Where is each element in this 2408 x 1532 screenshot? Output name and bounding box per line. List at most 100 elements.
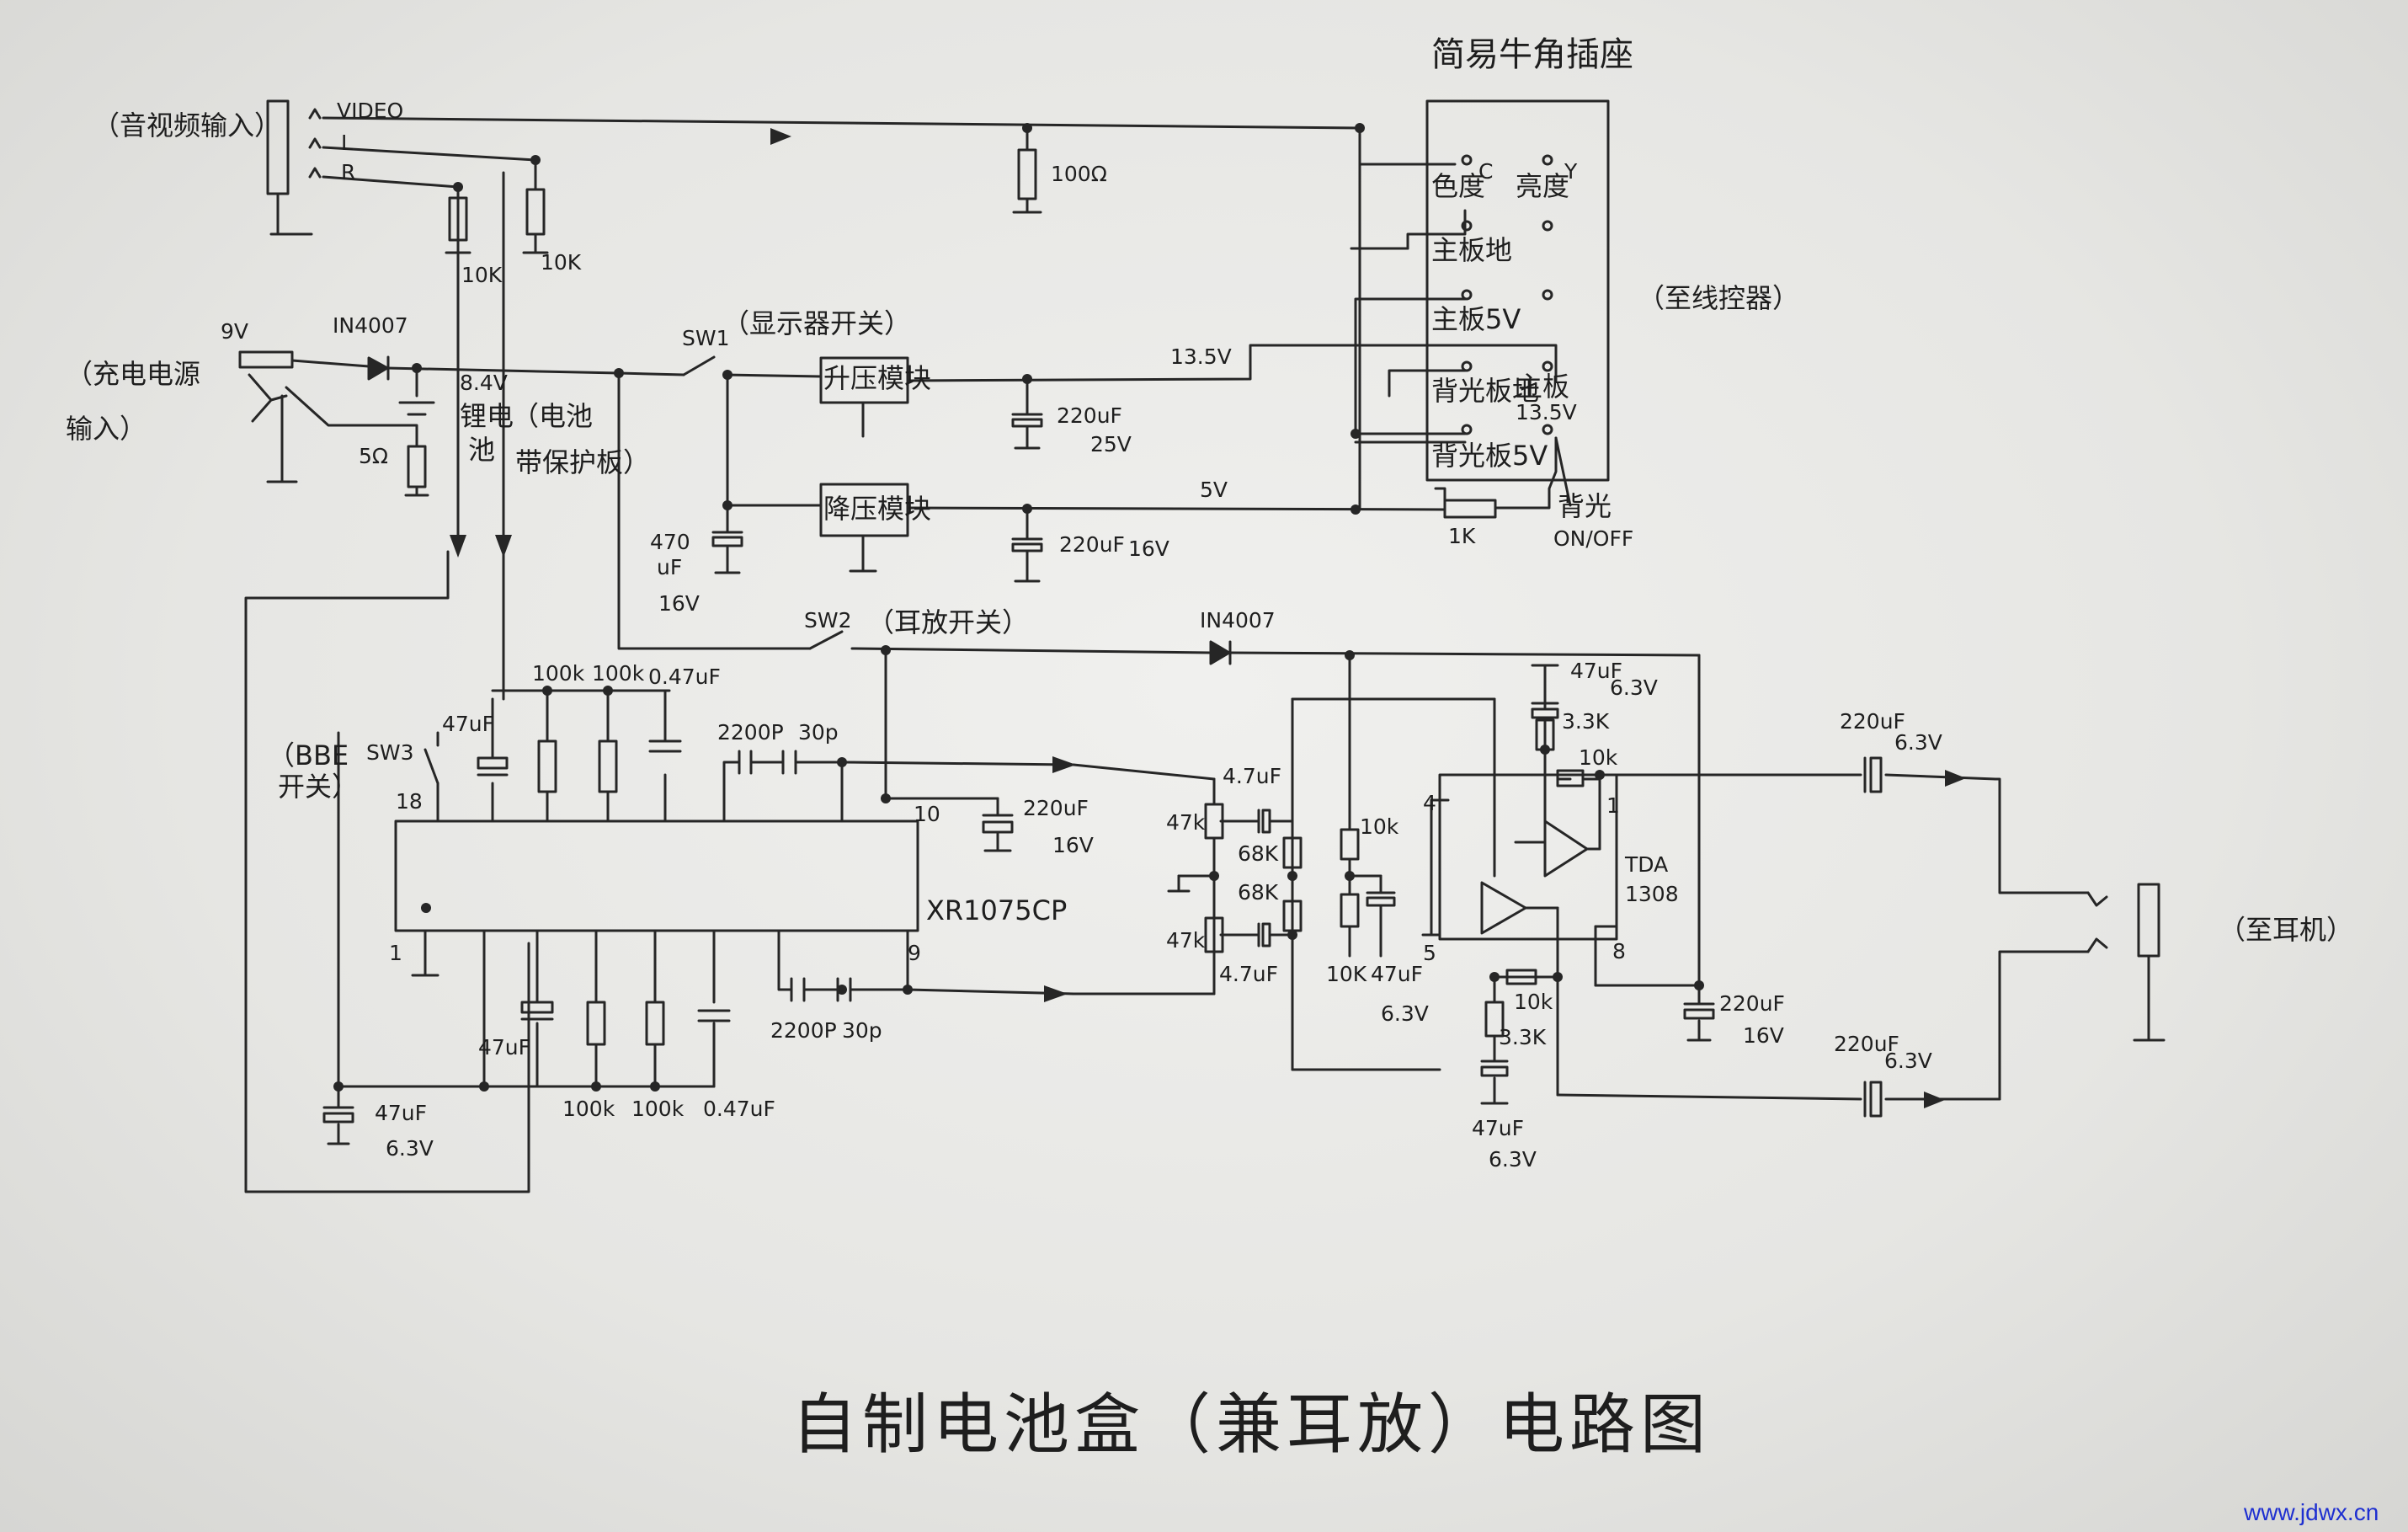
r68k-b-label: 68K: [1238, 880, 1279, 905]
cap-220uf-out-2: [1863, 1081, 1883, 1118]
backlight-5v-label: 背光板5V: [1431, 440, 1548, 472]
c-pin-label: C: [1478, 159, 1493, 184]
cap-4.7uf-a: [1257, 809, 1271, 834]
resistor-100k-3: [586, 1001, 606, 1046]
cap-47uf-mid: [1366, 891, 1396, 907]
resistor-1k: [1443, 499, 1497, 519]
cap-47uf-tda-top: [1531, 664, 1559, 719]
main-135-label: 主板: [1516, 371, 1569, 403]
resistor-10k-l: [525, 188, 546, 236]
v135-label: 13.5V: [1170, 344, 1232, 369]
c47-m-label-1: 47uF: [1371, 962, 1423, 986]
arrow-xr-out-bot: [1044, 985, 1068, 1002]
xr1075-label: XR1075CP: [926, 894, 1067, 926]
r10k-1-label: 10k: [1360, 814, 1399, 839]
c-out2-label-2: 6.3V: [1884, 1049, 1932, 1073]
c-out1-label-2: 6.3V: [1894, 730, 1942, 755]
c47uf-top-label: 47uF: [442, 712, 494, 736]
c470-label-3: 16V: [658, 591, 700, 616]
cap-2200p-top: [738, 750, 753, 775]
cap-220uf-25v: [1011, 413, 1043, 428]
tda-label-2: 1308: [1625, 882, 1679, 906]
bbe-label-2: 开关）: [278, 771, 359, 803]
battery-label-1: 锂电: [460, 400, 514, 432]
diode2-label: IN4007: [1200, 608, 1276, 633]
resistor-10k-d: [1505, 969, 1537, 985]
r68k-a-label: 68K: [1238, 841, 1279, 866]
cap-220uf-out-1: [1863, 756, 1883, 793]
cap-047uf-bot: [697, 1009, 731, 1022]
c47uf-bot-label: 47uF: [478, 1035, 530, 1060]
pin9-label: 9: [908, 941, 921, 965]
c220-16-label-1: 220uF: [1023, 796, 1089, 820]
c47-63-label-1: 47uF: [375, 1101, 427, 1125]
tda-pin1: 1: [1606, 793, 1620, 818]
r33k-a-label: 3.3K: [1562, 709, 1610, 734]
arrow-xr-out-top: [1052, 756, 1076, 773]
to-controller-label: （至线控器）: [1638, 282, 1799, 314]
sw2-note: （耳放开关）: [867, 606, 1029, 638]
signal-arrows: [450, 128, 1966, 1108]
resistor-10k-1: [1340, 828, 1360, 861]
r1k-label: 1K: [1448, 524, 1476, 548]
diode-in4007-2: [1209, 640, 1231, 665]
c30p-bot-label: 30p: [842, 1018, 882, 1043]
resistor-100k-4: [645, 1001, 665, 1046]
resistor-5ohm: [407, 445, 427, 488]
cap-2200p-bot: [790, 977, 806, 1002]
chroma-label: 色度: [1431, 170, 1485, 202]
watermark: www.jdwx.cn: [2243, 1499, 2379, 1525]
c-buck-label-1: 220uF: [1059, 532, 1125, 557]
diagram-title: 自制电池盒（兼耳放）电路图: [791, 1387, 1711, 1463]
c-boost-label-1: 220uF: [1057, 403, 1122, 428]
connector-title: 简易牛角插座: [1431, 35, 1633, 74]
c47-63-label-2: 6.3V: [386, 1136, 434, 1161]
sw2-label: SW2: [804, 608, 852, 633]
r100-label: 100Ω: [1051, 162, 1107, 186]
main-5v-label: 主板5V: [1431, 303, 1521, 335]
l-label: L: [341, 131, 353, 155]
c47-sb-label: 4.7uF: [1219, 962, 1278, 986]
av-input-label: （音视频输入）: [93, 109, 281, 141]
cap-4.7uf-b: [1257, 922, 1271, 947]
c-boost-label-2: 25V: [1090, 432, 1132, 456]
r5-label: 5Ω: [359, 444, 388, 468]
to-headphone-label: （至耳机）: [2219, 914, 2353, 946]
r100k-3-label: 100k: [562, 1097, 615, 1121]
r10k-c-label: 10k: [1579, 745, 1618, 770]
y-pin-label: Y: [1564, 159, 1578, 184]
cap-47uf-tda-bot: [1480, 1060, 1509, 1077]
c30p-top-label: 30p: [798, 720, 839, 745]
backlight-label: 背光: [1558, 490, 1612, 522]
capacitors: [322, 413, 1883, 1124]
arrow-right-down: [495, 535, 512, 558]
r33k-b-label: 3.3K: [1499, 1025, 1547, 1049]
c-buck-label-2: 16V: [1128, 536, 1169, 561]
c2200p-top-label: 2200P: [717, 720, 784, 745]
r10k-r-label: 10K: [541, 250, 582, 275]
c470-label-1: 470: [650, 530, 690, 554]
resistors: [407, 148, 1585, 1046]
c220-16-label-2: 16V: [1052, 833, 1094, 857]
battery-note-2: 带保护板）: [515, 446, 650, 478]
r47k-b-label: 47k: [1166, 928, 1206, 953]
backlight-gnd-label: 背光板地: [1431, 375, 1539, 407]
resistor-10k-c: [1556, 769, 1585, 787]
diode1-label: IN4007: [333, 313, 408, 338]
charge-input-label-2: 输入）: [66, 413, 147, 445]
wires: [238, 99, 2166, 1193]
c47-b-label-1: 47uF: [1472, 1116, 1524, 1140]
cap-4.7uf-top: [477, 756, 509, 777]
tda-pin4: 4: [1423, 791, 1436, 815]
arrow-video: [770, 128, 791, 145]
resistor-100k-1: [537, 739, 557, 793]
tda1308-body: [1438, 773, 1618, 941]
cap-220uf-16v-pin10: [982, 814, 1014, 834]
resistor-10k-r: [448, 196, 468, 242]
c047-bot-label: 0.47uF: [703, 1097, 775, 1121]
cap-47uf-bot: [520, 1001, 554, 1021]
c47-sa-label: 4.7uF: [1223, 764, 1281, 788]
cap-220uf-16v: [1011, 537, 1043, 552]
pin10-label: 10: [914, 802, 940, 826]
